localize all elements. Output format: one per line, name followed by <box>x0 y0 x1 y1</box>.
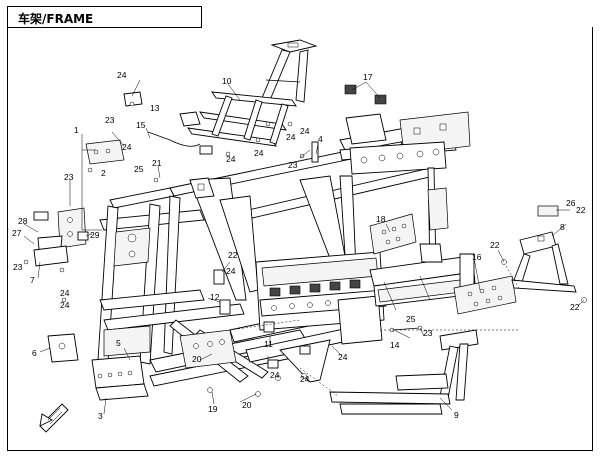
callout-21: 21 <box>152 158 162 168</box>
callout-1: 1 <box>74 125 79 135</box>
callout-24a: 24 <box>117 70 127 80</box>
callout-23d: 23 <box>288 160 298 170</box>
callout-2: 2 <box>101 168 106 178</box>
callout-24f: 24 <box>254 148 264 158</box>
callout-22c: 22 <box>570 302 580 312</box>
callout-23e: 23 <box>423 328 433 338</box>
callout-19: 19 <box>208 404 218 414</box>
callout-7: 7 <box>30 275 35 285</box>
footrest-plates <box>369 213 517 315</box>
callout-23a: 23 <box>105 115 115 125</box>
callout-20b: 20 <box>242 400 252 410</box>
callout-5: 5 <box>116 338 121 348</box>
callout-24g: 24 <box>286 132 296 142</box>
rear-lower-subframe <box>369 243 477 311</box>
callout-11: 11 <box>264 339 273 349</box>
callout-24k: 24 <box>300 374 310 384</box>
callout-14: 14 <box>390 340 400 350</box>
rear-carrier-bracket <box>179 91 297 147</box>
rear-upper-strut <box>261 39 318 103</box>
front-direction-arrow-icon <box>39 403 69 433</box>
callout-12: 12 <box>210 292 220 302</box>
callout-16: 16 <box>472 252 482 262</box>
callout-20a: 20 <box>192 354 202 364</box>
leader-lines <box>23 79 585 415</box>
callout-22a: 22 <box>228 250 238 260</box>
callout-24e: 24 <box>226 154 236 164</box>
callout-24i: 24 <box>226 266 236 276</box>
fasteners <box>23 84 587 397</box>
side-bracket-8 <box>511 231 577 293</box>
callout-25a: 25 <box>134 164 144 174</box>
callout-23c: 23 <box>13 262 23 272</box>
callout-29: 29 <box>90 230 100 240</box>
callout-28: 28 <box>18 216 28 226</box>
title-box: 车架/FRAME <box>7 6 202 28</box>
callout-24h: 24 <box>300 126 310 136</box>
callout-8: 8 <box>560 222 565 232</box>
diagram-border <box>7 27 593 451</box>
left-small-parts <box>33 139 125 363</box>
callout-3: 3 <box>98 411 103 421</box>
front-frame-assembly <box>91 177 245 401</box>
callout-10: 10 <box>222 76 232 86</box>
callout-24c: 24 <box>60 288 70 298</box>
callout-13: 13 <box>150 103 160 113</box>
engine-cradle <box>255 251 387 345</box>
callout-24j: 24 <box>270 370 280 380</box>
callout-25b: 25 <box>406 314 416 324</box>
callout-4: 4 <box>318 134 323 144</box>
callout-6: 6 <box>32 348 37 358</box>
callout-23b: 23 <box>64 172 74 182</box>
callout-24l: 24 <box>338 352 348 362</box>
callout-15: 15 <box>136 120 146 130</box>
diagram-title: 车架/FRAME <box>18 12 94 26</box>
callout-22b: 22 <box>490 240 500 250</box>
lower-rear-bumper <box>299 329 479 415</box>
callout-9: 9 <box>454 410 459 420</box>
callout-17: 17 <box>363 72 373 82</box>
callout-26: 26 <box>566 198 576 208</box>
callout-24b: 24 <box>122 142 132 152</box>
callout-18: 18 <box>376 214 386 224</box>
callout-27: 27 <box>12 228 22 238</box>
callout-24d: 24 <box>60 300 70 310</box>
callout-labels: 1 2 3 4 5 6 7 8 9 10 11 12 13 14 15 16 1… <box>12 70 586 421</box>
callout-22d: 22 <box>576 205 586 215</box>
